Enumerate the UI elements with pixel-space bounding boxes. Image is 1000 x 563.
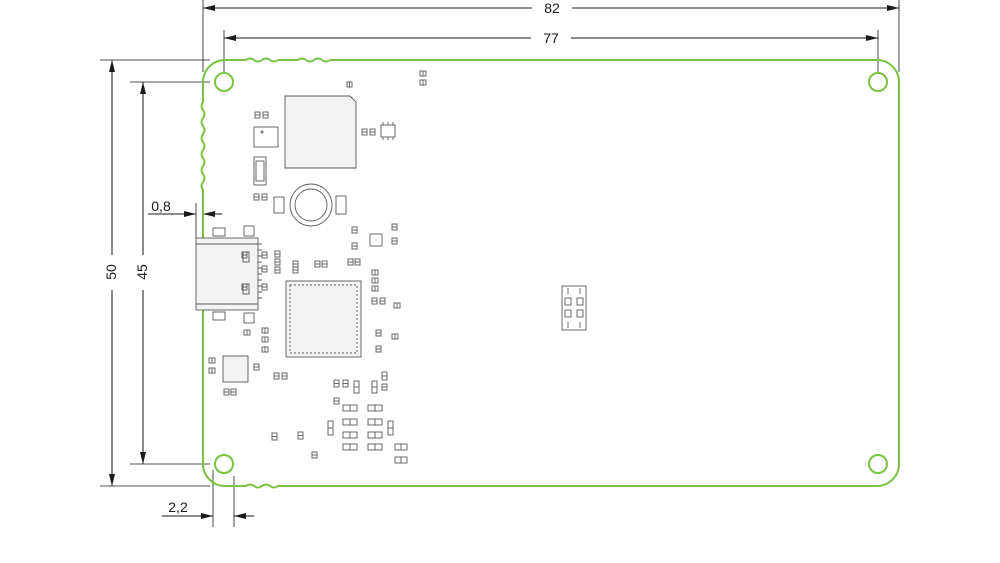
passive-component (371, 297, 378, 305)
dimension-label-77: 77 (543, 30, 559, 46)
passive-component (353, 380, 360, 394)
tall-component (253, 156, 267, 186)
passive-component (254, 111, 261, 119)
passive-component (371, 380, 378, 394)
passive-component (351, 226, 358, 234)
passive-component (367, 431, 383, 439)
coin-battery-holder (273, 183, 347, 227)
passive-component (367, 418, 383, 426)
passive-component (241, 283, 248, 291)
passive-component (274, 250, 281, 258)
passive-component (292, 266, 299, 274)
passive-component (342, 404, 358, 412)
passive-component (347, 258, 354, 266)
dimension-hole-edge-offset: 2,2 (162, 470, 254, 527)
mounting-hole-bottom-left (214, 454, 234, 474)
dimension-label-50: 50 (103, 264, 119, 280)
passive-component (394, 443, 408, 451)
passive-component (367, 404, 383, 412)
passive-component (261, 283, 268, 291)
passive-component (391, 237, 398, 245)
dimension-hole-spacing-x: 77 (223, 30, 879, 72)
mounting-holes (214, 72, 888, 474)
passive-component (333, 379, 340, 388)
passive-component (375, 345, 382, 353)
passive-component (371, 269, 379, 276)
passive-component (297, 431, 304, 440)
crystal-oscillator (253, 126, 279, 148)
passive-component (243, 329, 251, 336)
passive-component (333, 397, 340, 405)
passive-component (394, 456, 408, 464)
passive-component (253, 363, 260, 371)
passive-component (369, 128, 376, 136)
passive-component (253, 193, 260, 201)
passive-component (391, 223, 398, 231)
passive-component (208, 357, 216, 364)
board-outline (200, 57, 900, 489)
passive-component (274, 266, 281, 274)
passive-component (274, 258, 281, 266)
mounting-hole-top-left (214, 72, 234, 92)
dimension-label-82: 82 (544, 0, 560, 16)
passive-component (261, 327, 269, 334)
dimension-overall-width: 82 (202, 0, 900, 72)
dimension-label-45: 45 (134, 264, 150, 280)
passive-component (391, 333, 399, 340)
passive-component (230, 388, 237, 396)
passive-component (261, 346, 269, 353)
passive-component (342, 418, 358, 426)
small-ic-bottom-left (222, 355, 249, 383)
dimension-overall-height: 50 (100, 59, 210, 487)
passive-component (281, 372, 288, 380)
dimension-label-2-2: 2,2 (168, 499, 188, 515)
passive-component (381, 371, 388, 381)
passive-component (292, 260, 299, 268)
passive-component (208, 367, 216, 374)
passive-component (273, 372, 280, 380)
passive-component (342, 431, 358, 439)
passive-component (346, 81, 353, 88)
jumper-header (561, 285, 587, 331)
passive-component (387, 420, 394, 436)
passive-component (271, 432, 278, 441)
passive-component (342, 379, 349, 388)
passive-component (419, 70, 427, 77)
passive-component (223, 388, 230, 396)
passive-component (261, 193, 268, 201)
passive-component (241, 251, 248, 259)
dimension-connector-offset: 0,8 (148, 198, 222, 238)
passive-component (261, 336, 269, 343)
passive-component (371, 277, 379, 284)
passive-component (419, 79, 427, 86)
passive-component (375, 329, 382, 337)
dimension-label-0-8: 0,8 (151, 198, 171, 214)
mounting-hole-bottom-right (868, 454, 888, 474)
passive-component (262, 111, 269, 119)
passive-component (261, 265, 268, 273)
passive-component (354, 258, 361, 266)
small-ic-middle (369, 233, 383, 247)
passive-components (208, 70, 427, 464)
passive-component (379, 297, 386, 305)
passive-component (327, 420, 334, 436)
passive-component (361, 128, 368, 136)
passive-component (371, 285, 379, 292)
passive-component (321, 260, 328, 268)
passive-component (351, 242, 358, 250)
small-ic-top-right (380, 122, 396, 140)
passive-component (314, 260, 321, 268)
mounting-hole-top-right (868, 72, 888, 92)
large-square-chip (284, 95, 357, 169)
passive-component (342, 443, 358, 451)
passive-component (367, 443, 383, 451)
passive-component (381, 383, 388, 391)
passive-component (311, 451, 318, 459)
passive-component (393, 302, 401, 309)
processor-chip (285, 280, 362, 358)
usb-connector (195, 225, 262, 324)
dimension-hole-spacing-y: 45 (130, 81, 210, 465)
passive-component (261, 251, 268, 259)
